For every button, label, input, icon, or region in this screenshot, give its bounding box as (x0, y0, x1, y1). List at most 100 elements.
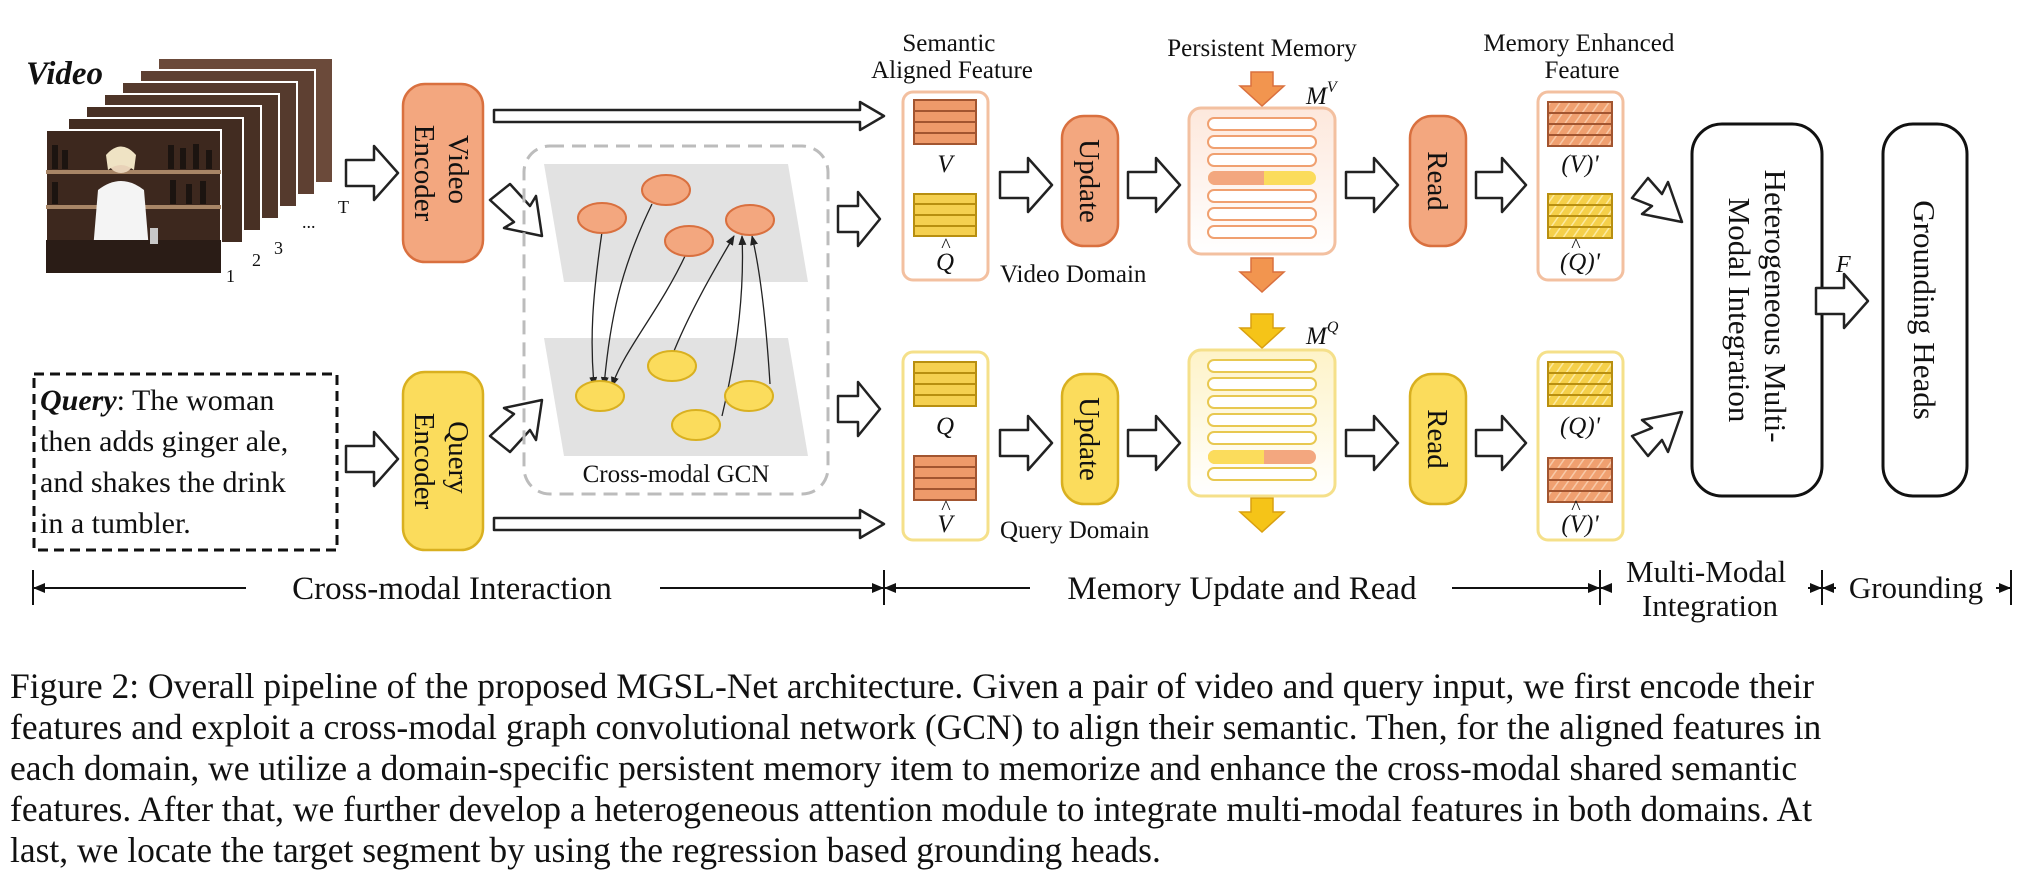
gcn-to-video-features-arrow (836, 190, 882, 248)
gcn-query-node (575, 380, 625, 412)
grounding-heads-label: Grounding Heads (1907, 200, 1942, 420)
memory-v-label: MV (1305, 79, 1339, 110)
integration-block: Heterogeneous Multi- Modal Integration (1690, 122, 1824, 498)
svg-text:Heterogeneous Multi- Mod: Heterogeneous Multi- Modal Integration (1722, 170, 1793, 451)
video-skip-arrow (492, 100, 886, 132)
query-features-to-update-arrow (998, 414, 1054, 472)
query-to-encoder-arrow (344, 430, 400, 488)
gcn-video-node (725, 204, 775, 236)
stage-integration-line-2: Integration (1642, 588, 1779, 623)
memory-enhanced-title-line-1: Memory Enhanced (1483, 30, 1674, 57)
query-encoder-line-2: Encoder (408, 413, 440, 510)
stage-memory-label: Memory Update and Read (1067, 571, 1417, 607)
caption-line-1: Figure 2: Overall pipeline of the propos… (10, 666, 1815, 706)
stage-bar (32, 570, 2012, 605)
query-read-block: Read (1408, 372, 1468, 506)
video-update-to-memory-arrow (1126, 156, 1182, 214)
frame-label-2: 2 (252, 250, 261, 270)
gcn-query-node (724, 380, 774, 412)
query-read-label: Read (1421, 409, 1453, 469)
query-skip-arrow (492, 508, 886, 540)
enhanced-v-label: (V)' (1561, 151, 1599, 178)
query-line-1: : The woman (117, 384, 275, 417)
figure-caption: Figure 2: Overall pipeline of the propos… (10, 666, 2030, 871)
query-encoder-to-gcn-arrow (488, 398, 544, 454)
stage-integration-line-1: Multi-Modal (1626, 554, 1786, 589)
memory-q-letter: M (1305, 323, 1328, 350)
video-read-to-enhanced-arrow (1474, 156, 1528, 214)
feature-q-hat-label: Q (936, 249, 954, 276)
query-read-to-enhanced-arrow (1474, 414, 1528, 472)
memory-v-sup: V (1327, 79, 1339, 96)
gcn-video-node (641, 174, 691, 206)
video-enhanced-to-integration-arrow (1630, 176, 1684, 224)
query-update-block: Update (1060, 372, 1120, 506)
query-line-4: in a tumbler. (40, 507, 191, 540)
hat-mark: ^ (941, 497, 951, 519)
video-encoder-line-2: Encoder (408, 125, 440, 222)
video-update-label: Update (1073, 139, 1105, 223)
gcn-to-query-features-arrow (836, 380, 882, 438)
video-frames (45, 57, 334, 274)
enhanced-q-hat-label: (Q)' (1560, 249, 1601, 276)
frame-label-1: 1 (226, 266, 235, 286)
svg-text:Query Encoder: Query Encoder (408, 413, 474, 510)
video-enhanced-features: (V)' (Q)' ^ (1536, 90, 1625, 282)
memory-v-input-arrow (1238, 71, 1286, 108)
caption-line-3: each domain, we utilize a domain-specifi… (10, 748, 1798, 788)
video-read-block: Read (1408, 114, 1468, 248)
gcn-video-node (577, 202, 627, 234)
video-features-to-update-arrow (998, 156, 1054, 214)
integration-to-grounding-arrow (1814, 272, 1870, 330)
query-update-to-memory-arrow (1126, 414, 1182, 472)
query-memory-block (1187, 348, 1337, 498)
memory-q-input-arrow (1238, 313, 1286, 350)
gcn-block: Cross-modal GCN (522, 144, 830, 496)
svg-text:Video Encoder: Video Encoder (408, 125, 474, 222)
hat-mark: ^ (1571, 497, 1581, 519)
stage-integration-label: Multi-Modal Integration (1626, 554, 1794, 623)
gcn-label: Cross-modal GCN (583, 461, 770, 488)
gcn-video-node (664, 225, 714, 257)
stage-interaction-label: Cross-modal Interaction (292, 571, 612, 607)
memory-enhanced-title-line-2: Feature (1545, 57, 1620, 84)
gcn-query-node (671, 409, 721, 441)
hat-mark: ^ (1571, 235, 1581, 257)
video-domain-label: Video Domain (1000, 261, 1147, 288)
pipeline-diagram: Video T ... 3 2 1 Query: The woman then … (26, 30, 2012, 623)
memory-q-output-arrow (1238, 497, 1286, 534)
video-update-block: Update (1060, 114, 1120, 248)
hat-mark: ^ (941, 235, 951, 257)
integration-line-2: Modal Integration (1722, 198, 1757, 423)
video-memory-to-read-arrow (1344, 156, 1400, 214)
query-text: Query: The woman then adds ginger ale, a… (40, 384, 296, 540)
f-label: F (1835, 252, 1851, 278)
video-label: Video (26, 56, 103, 92)
query-line-3: and shakes the drink (40, 466, 286, 499)
video-encoder-to-gcn-arrow (488, 182, 544, 238)
semantic-title-line-2: Aligned Feature (871, 57, 1033, 84)
query-update-label: Update (1073, 397, 1105, 481)
persistent-memory-title: Persistent Memory (1167, 35, 1357, 62)
query-enhanced-to-integration-arrow (1630, 410, 1684, 458)
enhanced-v-hat-label: (V)' (1561, 511, 1599, 538)
query-prefix: Query (40, 384, 117, 417)
query-memory-to-read-arrow (1344, 414, 1400, 472)
memory-enhanced-title: Memory Enhanced Feature (1483, 30, 1680, 84)
video-memory-block (1187, 106, 1337, 256)
caption-line-4: features. After that, we further develop… (10, 789, 1813, 829)
video-read-label: Read (1421, 151, 1453, 211)
grounding-heads-block: Grounding Heads (1881, 122, 1969, 498)
semantic-aligned-title: Semantic Aligned Feature (871, 30, 1033, 84)
feature-v-label: V (937, 151, 955, 178)
feature-q-label: Q (936, 413, 954, 440)
caption-line-5: last, we locate the target segment by us… (10, 830, 1161, 870)
video-domain-features: V Q ^ (901, 90, 990, 282)
query-enhanced-features: (Q)' (V)' ^ (1536, 350, 1625, 542)
query-encoder-line-1: Query (442, 421, 474, 494)
memory-q-sup: Q (1327, 319, 1339, 336)
enhanced-q-label: (Q)' (1560, 413, 1601, 440)
semantic-title-line-1: Semantic (902, 30, 995, 57)
video-encoder: Video Encoder (401, 82, 485, 264)
query-line-2: then adds ginger ale, (40, 425, 288, 458)
